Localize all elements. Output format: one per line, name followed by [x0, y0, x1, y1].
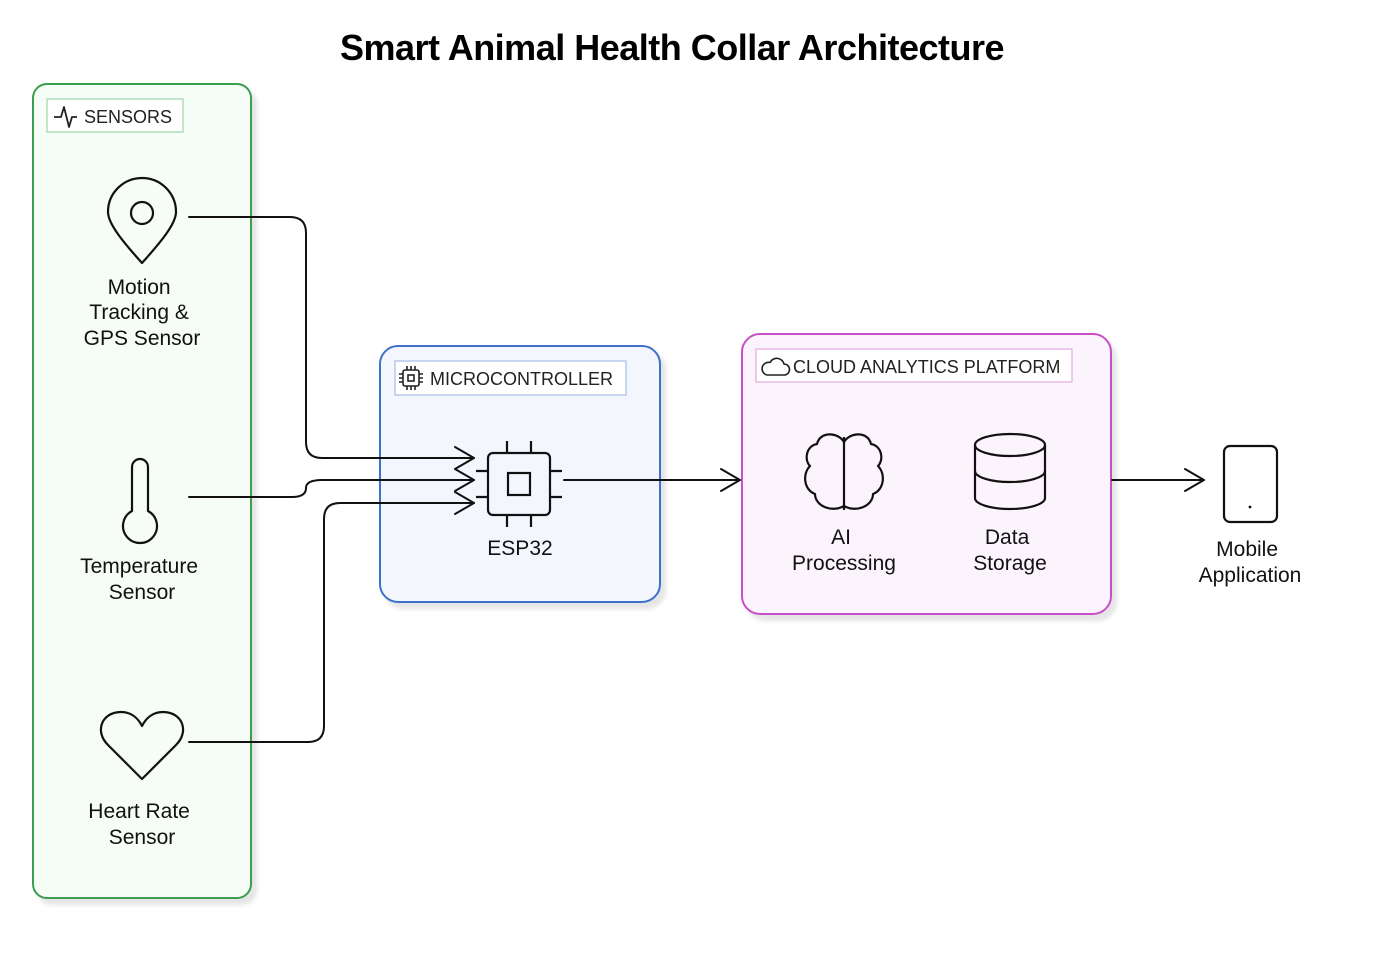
cloud-group-header: CLOUD ANALYTICS PLATFORM [755, 348, 1073, 383]
microcontroller-group-label: MICROCONTROLLER [430, 369, 613, 389]
gps-label-line-2: Tracking & [89, 301, 189, 324]
edge-cloud-to-mobile [1111, 468, 1205, 492]
mobile-label-line-1: Mobile [1216, 538, 1278, 561]
cloud-icon [761, 357, 791, 376]
node-temperature-sensor: Temperature Sensor [80, 457, 204, 604]
activity-pulse-icon [54, 106, 77, 128]
heart-label-line-1: Heart Rate [88, 800, 190, 823]
smartphone-icon [1222, 444, 1279, 524]
node-data-storage: Data Storage [973, 432, 1047, 575]
sensors-group-header: SENSORS [46, 98, 184, 133]
edge-esp32-to-cloud [563, 468, 741, 492]
map-pin-icon [106, 176, 178, 265]
gps-sensor-label: Motion Tracking & GPS Sensor [84, 276, 201, 350]
microcontroller-header-box [394, 360, 627, 396]
cpu-chip-icon [476, 441, 562, 527]
ai-processing-label: AI Processing [792, 526, 896, 575]
ai-label-line-1: AI [831, 526, 851, 549]
temperature-label-line-2: Sensor [109, 581, 176, 604]
node-esp32: ESP32 [476, 441, 562, 560]
mobile-application-label: Mobile Application [1199, 538, 1302, 587]
edge-temperature-to-esp32 [188, 468, 475, 498]
edge-heart-to-esp32 [188, 491, 475, 743]
heart-label-line-2: Sensor [109, 826, 176, 849]
chip-icon [399, 366, 423, 390]
cloud-header-box [755, 348, 1073, 383]
sensors-group-box [32, 83, 252, 899]
heart-icon [99, 710, 185, 781]
node-heart-rate-sensor: Heart Rate Sensor [88, 710, 195, 849]
storage-label-line-2: Storage [973, 552, 1047, 575]
temperature-sensor-label: Temperature Sensor [80, 555, 204, 604]
node-ai-processing: AI Processing [792, 433, 896, 575]
brain-icon [804, 433, 884, 510]
gps-label-line-3: GPS Sensor [84, 327, 201, 350]
thermometer-icon [121, 457, 159, 545]
sensors-group: SENSORS [32, 83, 252, 899]
mobile-label-line-2: Application [1199, 564, 1302, 587]
connectors [188, 216, 1205, 743]
sensors-group-label: SENSORS [84, 107, 172, 127]
cloud-group-box [741, 333, 1112, 615]
database-icon [973, 432, 1047, 511]
cloud-group-label: CLOUD ANALYTICS PLATFORM [793, 357, 1060, 377]
data-storage-label: Data Storage [973, 526, 1047, 575]
microcontroller-group-header: MICROCONTROLLER [394, 360, 627, 396]
cloud-analytics-group: CLOUD ANALYTICS PLATFORM [741, 333, 1112, 615]
heart-rate-sensor-label: Heart Rate Sensor [88, 800, 195, 849]
node-gps-sensor: Motion Tracking & GPS Sensor [84, 176, 201, 350]
storage-label-line-1: Data [985, 526, 1030, 549]
ai-label-line-2: Processing [792, 552, 896, 575]
temperature-label-line-1: Temperature [80, 555, 198, 578]
edge-gps-to-esp32 [188, 216, 475, 470]
node-mobile-application: Mobile Application [1199, 444, 1302, 587]
gps-label-line-1: Motion [108, 276, 171, 299]
esp32-label: ESP32 [487, 537, 552, 560]
diagram-title: Smart Animal Health Collar Architecture [340, 27, 1004, 68]
